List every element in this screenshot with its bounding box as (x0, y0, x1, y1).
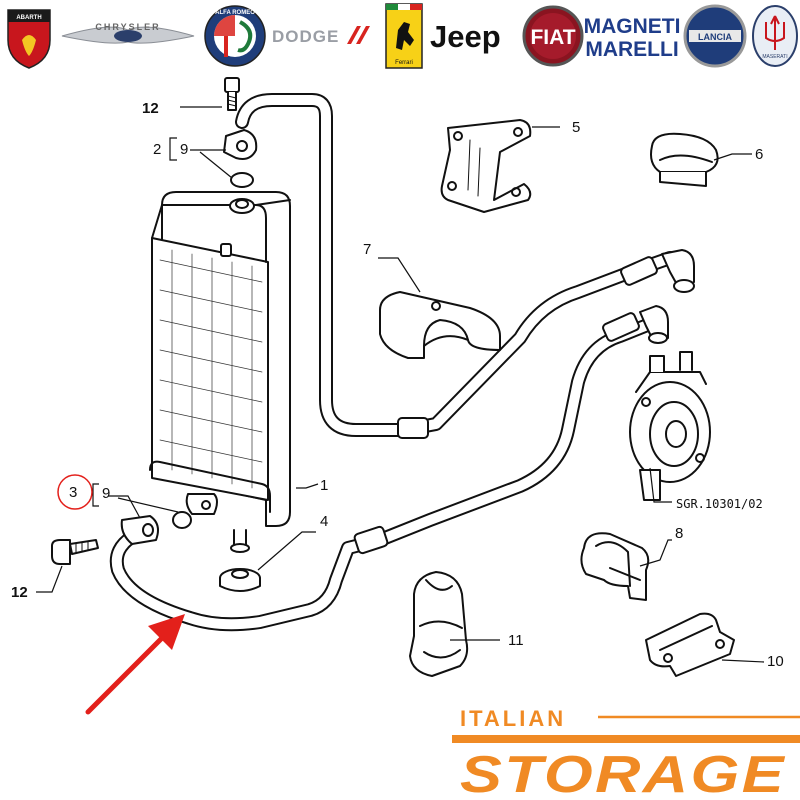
leader-lines (36, 106, 765, 663)
bottom-banjo-union (120, 515, 159, 545)
hose-clip-8 (580, 532, 650, 601)
chrysler-logo-text: CHRYSLER (95, 22, 160, 32)
top-banjo-bolt (224, 77, 240, 111)
mounting-bracket-10 (645, 612, 735, 677)
ferrari-logo-icon: Ferrari (385, 3, 423, 69)
callout-4: 4 (320, 513, 328, 530)
diagram-drawing (51, 77, 735, 677)
italian-storage-line1: ITALIAN (460, 706, 566, 731)
upper-hose-end-sleeve (620, 256, 658, 286)
abarth-logo-icon: ABARTH (7, 9, 51, 69)
dodge-logo-icon: DODGE (272, 26, 370, 46)
callout-9-top: 9 (180, 141, 188, 158)
maserati-logo-text: MASERATI (762, 54, 787, 60)
highlight-circle (57, 474, 93, 510)
italian-storage-logo: ITALIAN STORAGE (452, 706, 800, 800)
oil-cooler-radiator (149, 191, 291, 553)
callout-12-bottom: 12 (11, 584, 28, 601)
ferrari-logo-text: Ferrari (395, 60, 413, 66)
marelli-logo-text: MARELLI (585, 38, 678, 61)
callout-12-top: 12 (142, 100, 159, 117)
footer-rule-band (452, 735, 800, 743)
lower-hose-crimp-sleeve (353, 525, 389, 555)
bottom-banjo-bolt (51, 539, 99, 565)
callout-10: 10 (767, 653, 784, 670)
magneti-logo-text: MAGNETI (584, 15, 681, 38)
fiat-logo-icon: FIAT (522, 5, 584, 67)
mounting-bracket-5 (440, 119, 532, 213)
maserati-logo-icon: MASERATI (752, 5, 798, 67)
jeep-logo-text: Jeep (430, 19, 501, 54)
callout-2: 2 (153, 141, 161, 158)
callout-5: 5 (572, 119, 580, 136)
lancia-logo-icon: LANCIA (683, 4, 747, 68)
oil-heat-exchanger (629, 351, 711, 501)
grommet-6 (650, 132, 719, 187)
alfa-romeo-logo-icon: ALFA ROMEO (204, 5, 266, 67)
lancia-logo-text: LANCIA (698, 32, 732, 42)
alfa-romeo-logo-text: ALFA ROMEO (215, 10, 255, 16)
callout-numbers: 12 2 9 5 6 7 1 4 SGR.10301/02 8 10 11 12… (11, 100, 784, 670)
callout-3: 3 (69, 484, 77, 501)
bottom-sealing-washer (172, 511, 192, 529)
chrysler-logo-icon: CHRYSLER (61, 22, 195, 44)
top-sealing-washer (230, 172, 254, 188)
lower-hose-end-sleeve (602, 312, 640, 342)
abarth-logo-text: ABARTH (16, 15, 41, 21)
callout-9-bottom: 9 (102, 485, 110, 502)
hose-clamp-7 (379, 291, 501, 359)
callout-1: 1 (320, 477, 328, 494)
callout-11: 11 (508, 632, 524, 649)
drain-plug (219, 568, 261, 592)
red-pointer-arrow-icon (85, 614, 185, 715)
fiat-logo-text: FIAT (530, 26, 575, 49)
upper-hose-crimp-sleeve (397, 417, 429, 439)
dodge-logo-text: DODGE (272, 27, 339, 46)
brand-logo-strip: ABARTH CHRYSLER ALFA ROMEO DODGE (7, 3, 798, 69)
callout-7: 7 (363, 241, 371, 258)
italian-storage-line2: STORAGE (460, 746, 786, 800)
callout-6: 6 (755, 146, 763, 163)
reference-code: SGR.10301/02 (676, 497, 763, 511)
top-banjo-union (223, 129, 258, 160)
callout-8: 8 (675, 525, 683, 542)
hose-clip-11 (409, 571, 469, 677)
